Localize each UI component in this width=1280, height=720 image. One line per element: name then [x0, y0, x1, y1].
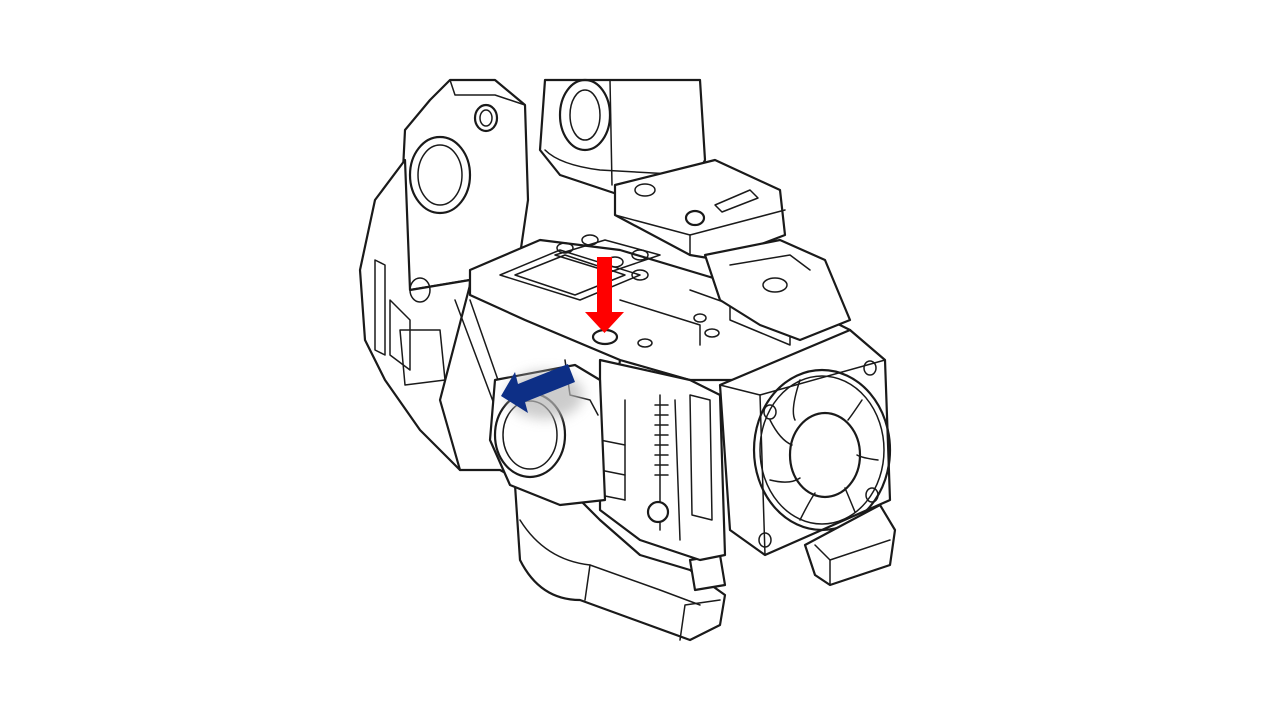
arrow-left-icon: [501, 364, 575, 413]
fan-bracket: [803, 503, 897, 587]
right-frame: [703, 238, 852, 342]
upper-bearing-housing: [538, 78, 707, 197]
fan-blades: [769, 379, 879, 521]
arrow-down-icon: [585, 257, 624, 333]
push-down-arrow: [585, 257, 624, 333]
hotend-nozzle: [513, 483, 727, 642]
drive-gear-column: [598, 358, 727, 562]
gear-teeth: [654, 404, 669, 476]
cooling-fan: [718, 328, 892, 557]
pull-left-arrow: [501, 364, 583, 419]
